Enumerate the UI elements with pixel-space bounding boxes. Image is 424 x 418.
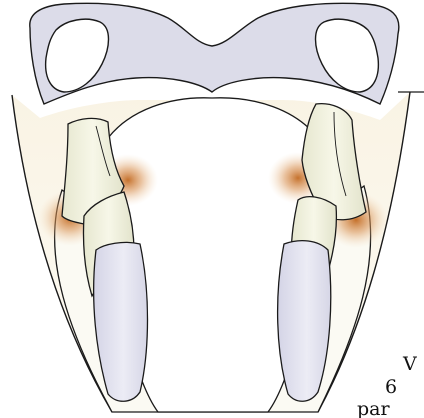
cropped-caption-line-2: 6 — [385, 378, 397, 397]
cropped-caption-line-3: par — [357, 400, 390, 418]
cropped-caption-line-1: V — [403, 355, 417, 374]
